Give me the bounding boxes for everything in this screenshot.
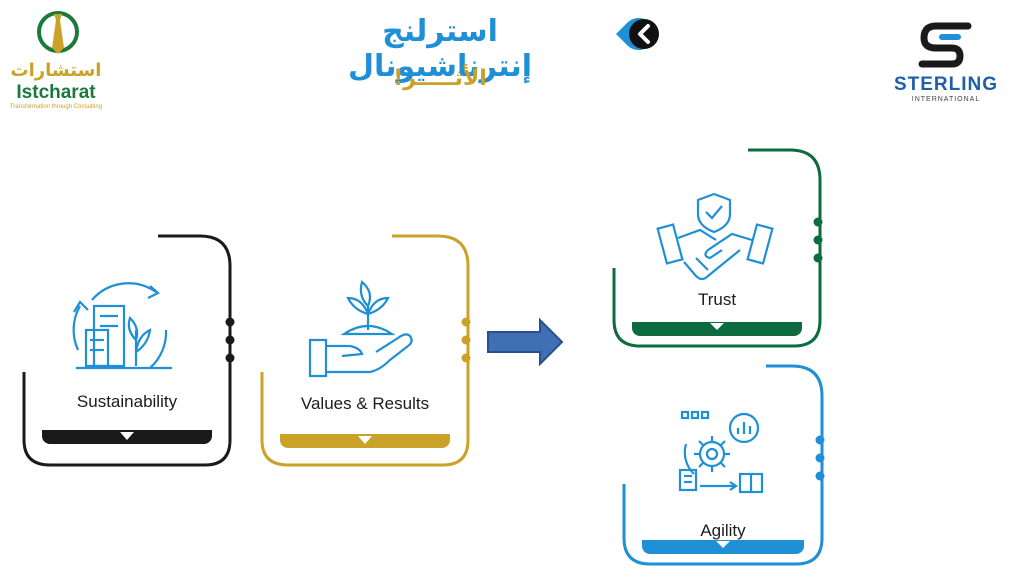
tie-emblem-icon: [37, 11, 79, 54]
card-sustainability: [22, 234, 235, 467]
gear-cycle-icon: [678, 410, 764, 494]
istcharat-logo: [8, 8, 108, 112]
card-label-values-results: Values & Results: [300, 394, 430, 413]
card-agility: [622, 364, 825, 566]
arrow-right-icon: [487, 317, 564, 367]
hand-plant-icon: [308, 280, 413, 378]
card-label-sustainability: Sustainability: [76, 392, 178, 411]
istcharat-logo-tagline: Transformation through Consulting: [9, 104, 103, 110]
sterling-logo-name: STERLING: [893, 74, 999, 95]
back-button[interactable]: [614, 14, 664, 54]
card-label-trust: Trust: [697, 290, 737, 309]
card-trust: [612, 148, 823, 348]
chevron-left-icon: [616, 18, 659, 50]
istcharat-logo-arabic: استشارات: [10, 60, 102, 81]
sterling-s-icon: [918, 22, 972, 68]
card-label-agility: Agility: [700, 521, 746, 540]
handshake-shield-icon: [656, 192, 774, 281]
card-values-results: [260, 234, 471, 467]
page-subtitle: الأثـــــر!: [393, 66, 487, 91]
sterling-logo: [880, 18, 1010, 108]
istcharat-logo-name: Istcharat: [16, 82, 96, 103]
page-title: استرلنج إنترناشيونال: [347, 14, 533, 84]
sterling-logo-sub: INTERNATIONAL: [911, 96, 981, 103]
sustainability-buildings-icon: [72, 282, 172, 370]
